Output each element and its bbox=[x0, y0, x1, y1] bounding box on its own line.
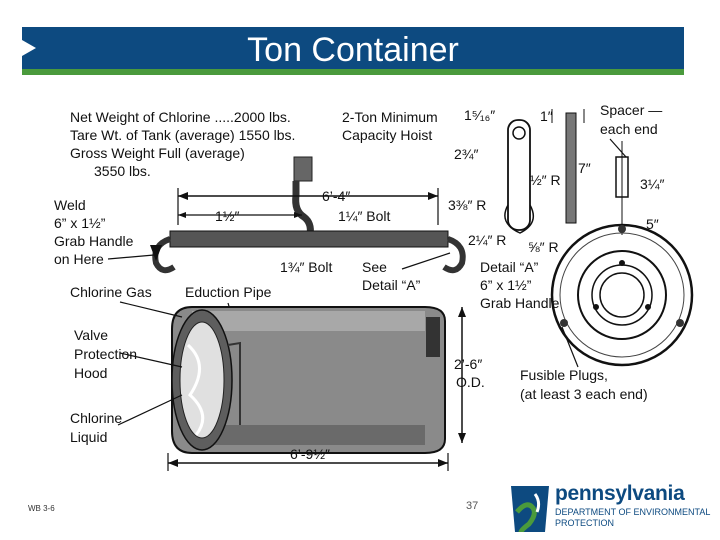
dim-d6: ½″ R bbox=[530, 172, 561, 188]
fusible-plugs-label-1: Fusible Plugs, bbox=[520, 367, 608, 383]
dim-d1: 1⁵⁄₁₆″ bbox=[464, 107, 495, 123]
weld-label-1: Weld bbox=[54, 197, 86, 213]
half-inch-label: 1½″ bbox=[215, 208, 239, 224]
spacer-label-2: each end bbox=[600, 121, 658, 137]
slide-title: Ton Container bbox=[247, 31, 459, 69]
valve-hood-label-1: Valve bbox=[74, 327, 108, 343]
fusible-plugs-label-2: (at least 3 each end) bbox=[520, 386, 648, 402]
spacer-label-1: Spacer — bbox=[600, 102, 662, 118]
grab-handle-detail bbox=[504, 109, 585, 234]
dim-d2: 2¾″ bbox=[454, 146, 478, 162]
see-detail-2: Detail “A” bbox=[362, 277, 421, 293]
dim-d3: 3⅜″ R bbox=[448, 197, 486, 213]
detail-a-label-3: Grab Handle bbox=[480, 295, 560, 311]
weld-label-4: on Here bbox=[54, 251, 104, 267]
spec-line-3: Gross Weight Full (average) bbox=[70, 145, 245, 161]
length-top-label: 6’-4″ bbox=[322, 188, 350, 204]
diameter-label-1: 2’-6″ bbox=[454, 356, 482, 372]
footer-code: WB 3-6 bbox=[28, 504, 55, 513]
see-detail-1: See bbox=[362, 259, 387, 275]
dim-d10: 5″ bbox=[646, 216, 659, 232]
title-underline bbox=[22, 69, 684, 75]
bolt-bottom-label: 1¾″ Bolt bbox=[280, 259, 333, 275]
chlorine-gas-label: Chlorine Gas bbox=[70, 284, 152, 300]
logo-wordmark: pennsylvania bbox=[555, 482, 685, 505]
detail-a-label-2: 6” x 1½” bbox=[480, 277, 532, 293]
detail-a-label-1: Detail “A” bbox=[480, 259, 539, 275]
chlorine-liquid-label-2: Liquid bbox=[70, 429, 107, 445]
chlorine-liquid-label-1: Chlorine bbox=[70, 410, 122, 426]
hoist-hook-icon bbox=[292, 156, 314, 236]
bolt-top-label: 1¼″ Bolt bbox=[338, 208, 391, 224]
ton-container-diagram: Net Weight of Chlorine .....2000 lbs. Ta… bbox=[54, 102, 694, 471]
spec-line-4: 3550 lbs. bbox=[94, 163, 151, 179]
tank-body bbox=[171, 306, 446, 454]
logo-line-1: DEPARTMENT OF ENVIRONMENTAL bbox=[555, 507, 711, 517]
keystone-icon bbox=[511, 486, 549, 533]
eduction-pipe-label: Eduction Pipe bbox=[185, 284, 272, 300]
logo-line-2: PROTECTION bbox=[555, 518, 615, 528]
spec-line-2: Tare Wt. of Tank (average) 1550 lbs. bbox=[70, 127, 295, 143]
lifting-beam bbox=[169, 230, 449, 248]
dim-d4: 2¼″ R bbox=[468, 232, 506, 248]
spec-line-1: Net Weight of Chlorine .....2000 lbs. bbox=[70, 109, 291, 125]
length-bottom-label: 6’-9½″ bbox=[290, 446, 330, 462]
weld-label-2: 6” x 1½” bbox=[54, 215, 106, 231]
title-bar bbox=[22, 27, 684, 69]
tank-end-view bbox=[550, 223, 694, 367]
dim-d5: ⅝″ R bbox=[528, 239, 559, 255]
valve-hood-label-2: Protection bbox=[74, 346, 137, 362]
diameter-label-2: O.D. bbox=[456, 374, 485, 390]
title-arrow-icon bbox=[22, 40, 36, 56]
weld-label-3: Grab Handle bbox=[54, 233, 134, 249]
dim-d7: 1″ bbox=[540, 108, 553, 124]
dim-d8: 7″ bbox=[578, 160, 591, 176]
hoist-label-1: 2-Ton Minimum bbox=[342, 109, 438, 125]
hoist-label-2: Capacity Hoist bbox=[342, 127, 432, 143]
valve-hood-label-3: Hood bbox=[74, 365, 107, 381]
pa-dep-logo: pennsylvania DEPARTMENT OF ENVIRONMENTAL… bbox=[505, 480, 720, 540]
page-number: 37 bbox=[466, 500, 479, 512]
dim-d9: 3¼″ bbox=[640, 176, 664, 192]
